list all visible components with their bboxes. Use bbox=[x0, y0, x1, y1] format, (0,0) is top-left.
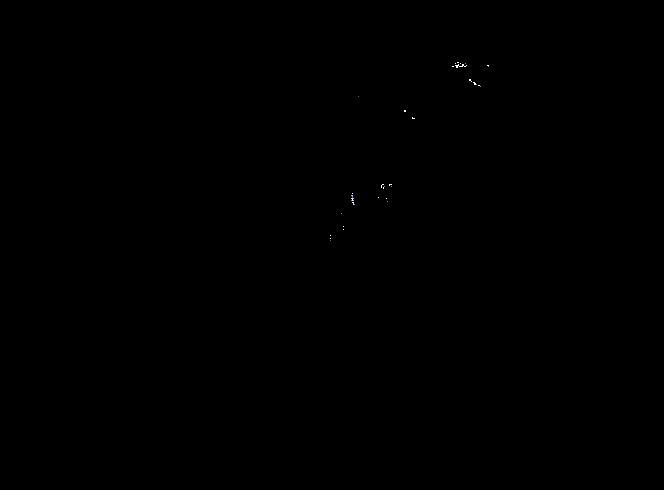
pixel-artifact bbox=[471, 81, 472, 82]
pixel-artifact bbox=[341, 213, 342, 214]
pixel-artifact bbox=[391, 186, 392, 187]
pixel-artifact bbox=[382, 184, 384, 185]
pixel-artifact bbox=[455, 63, 456, 64]
pixel-artifact bbox=[466, 65, 467, 66]
pixel-artifact bbox=[353, 203, 354, 205]
pixel-artifact bbox=[413, 118, 415, 119]
pixel-artifact bbox=[460, 63, 461, 64]
pixel-artifact bbox=[473, 82, 475, 83]
pixel-artifact bbox=[353, 200, 354, 201]
pixel-artifact bbox=[384, 186, 385, 187]
pixel-artifact bbox=[354, 204, 355, 205]
pixel-artifact bbox=[390, 184, 392, 185]
pixel-artifact bbox=[456, 66, 458, 68]
pixel-artifact bbox=[352, 202, 354, 203]
pixel-artifact bbox=[352, 199, 353, 201]
pixel-artifact bbox=[474, 83, 476, 85]
pixel-artifact bbox=[358, 96, 359, 97]
pixel-artifact bbox=[478, 85, 480, 86]
pixel-artifact bbox=[412, 117, 413, 119]
pixel-artifact bbox=[351, 198, 354, 199]
pixel-artifact bbox=[351, 200, 352, 201]
pixel-artifact bbox=[386, 198, 387, 199]
pixel-artifact bbox=[459, 66, 463, 67]
pixel-artifact bbox=[488, 66, 489, 67]
pixel-artifact bbox=[476, 84, 477, 85]
pixel-artifact bbox=[351, 195, 353, 196]
pixel-artifact bbox=[487, 65, 489, 66]
pixel-artifact bbox=[464, 66, 466, 67]
pixel-artifact bbox=[462, 64, 464, 66]
pixel-artifact bbox=[352, 196, 353, 198]
pixel-artifact bbox=[330, 238, 331, 239]
pixel-artifact bbox=[330, 240, 331, 241]
pixel-artifact bbox=[389, 184, 390, 186]
pixel-artifact bbox=[352, 193, 353, 194]
pixel-artifact bbox=[455, 65, 458, 66]
pixel-artifact bbox=[452, 66, 454, 67]
pixel-artifact bbox=[457, 62, 459, 63]
pixel-artifact bbox=[383, 187, 384, 189]
pixel-artifact bbox=[458, 64, 459, 66]
pixel-artifact bbox=[465, 63, 466, 64]
pixel-artifact bbox=[330, 235, 331, 236]
pixel-artifact bbox=[343, 226, 344, 227]
pixel-artifact bbox=[343, 229, 344, 230]
pixel-artifact bbox=[381, 185, 382, 188]
pixel-artifact bbox=[378, 197, 379, 198]
pixel-artifact bbox=[469, 79, 471, 81]
pixel-artifact bbox=[404, 110, 406, 112]
pixel-artifact bbox=[387, 201, 388, 202]
pixel-artifact bbox=[480, 86, 481, 87]
